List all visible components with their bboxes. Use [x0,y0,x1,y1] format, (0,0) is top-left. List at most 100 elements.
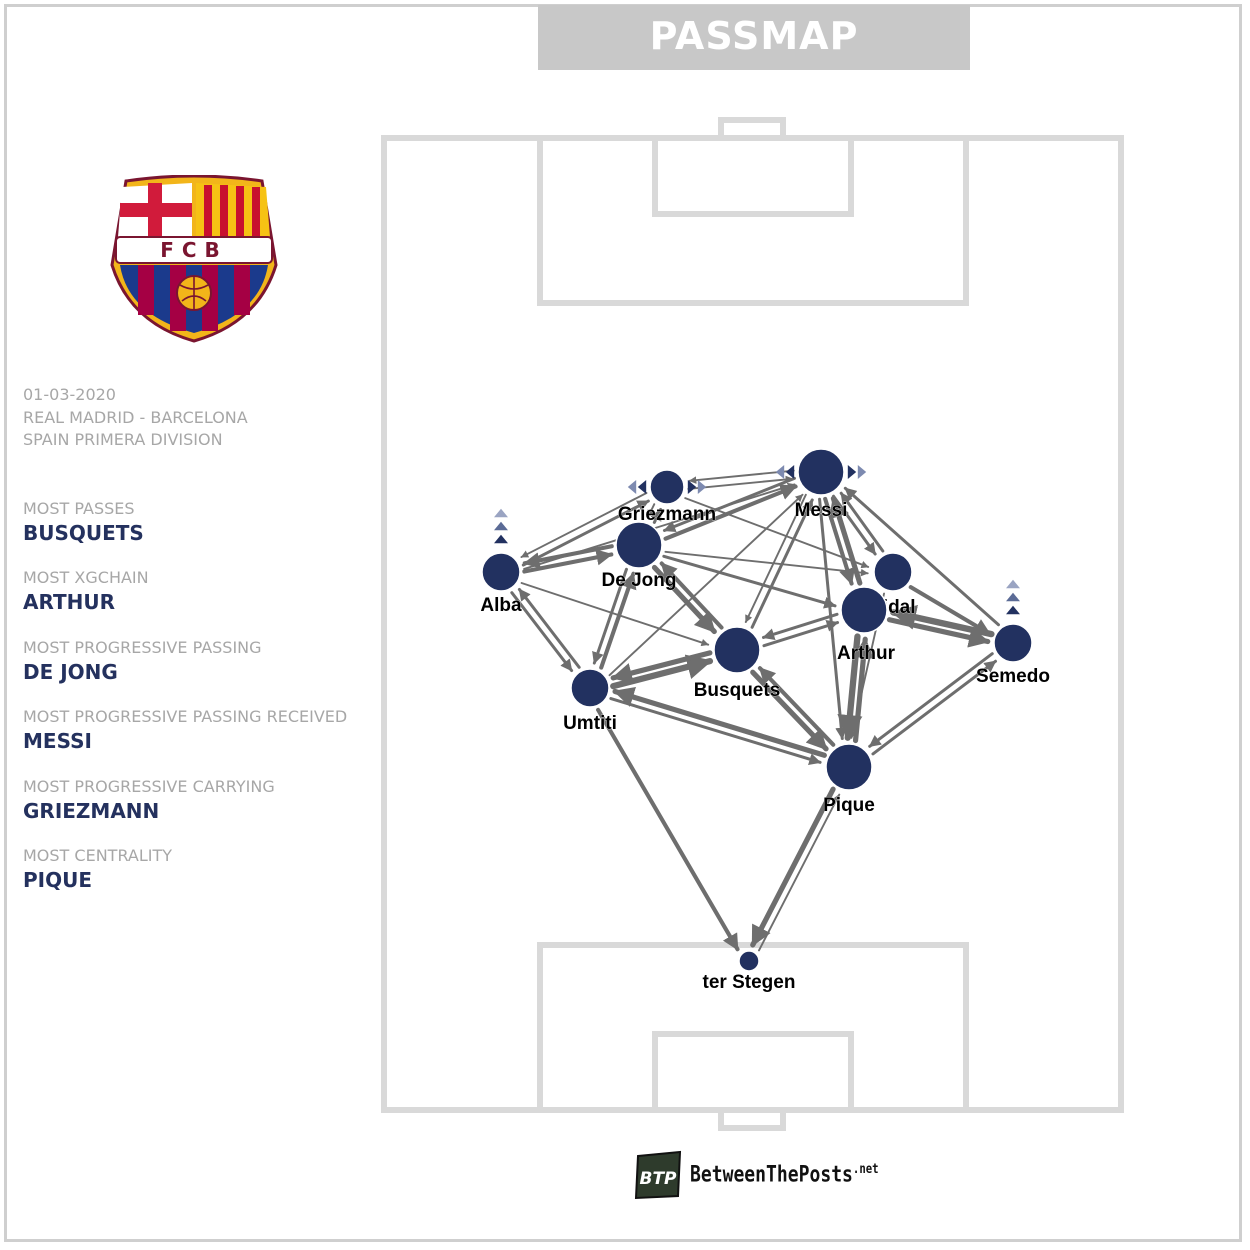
stat-most-progressive-carrying: MOST PROGRESSIVE CARRYING GRIEZMANN [23,777,363,823]
stat-label: MOST PASSES [23,499,135,518]
player-label: Arthur [837,643,896,664]
brand-badge-text: BTP [639,1169,677,1189]
pass-edge-vidal-to-semedo [908,585,992,636]
pass-edge-alba-to-umtiti [510,591,574,673]
pass-edge-alba-to-dejong [522,549,614,574]
pass-edge-dejong-to-vidal [664,550,869,577]
player-node-arthur: Arthur [837,586,896,664]
pass-edge-dejong-to-griezmann [650,507,663,524]
player-dot [797,448,845,496]
player-dot [649,469,685,505]
player-dot [713,626,761,674]
stat-most-progressive-passing: MOST PROGRESSIVE PASSING DE JONG [23,638,363,684]
player-label: ter Stegen [703,972,796,993]
pass-edge-umtiti-to-terstegen [596,707,740,952]
pass-edge-messi-to-busquets [744,493,807,624]
player-dot [840,586,888,634]
player-label: Pique [823,795,875,816]
pass-edge-busquets-to-arthur [762,620,840,648]
pass-edges [510,469,1000,952]
carry-left-icon [627,480,637,494]
player-label: De Jong [602,570,677,591]
carry-left-icon [775,465,785,479]
pass-edge-alba-to-griezmann [521,499,650,567]
player-node-semedo: Semedo [976,579,1050,687]
pass-edge-pique-to-semedo [871,659,997,756]
stat-value: ARTHUR [23,590,116,614]
stat-label: MOST PROGRESSIVE PASSING RECEIVED [23,707,348,726]
player-dot [993,623,1033,663]
stat-value: BUSQUETS [23,521,144,545]
pass-edge-busquets-to-umtiti [610,650,713,684]
player-node-umtiti: Umtiti [563,668,617,734]
pass-edge-semedo-to-pique [868,652,994,748]
stat-value: GRIEZMANN [23,799,160,823]
player-node-griezmann: Griezmann [618,469,716,525]
match-competition: SPAIN PRIMERA DIVISION [23,430,223,449]
stat-value: PIQUE [23,868,93,892]
stat-label: MOST XGCHAIN [23,568,149,587]
pass-edge-messi-to-arthur [823,496,855,586]
carry-right-icon [847,465,857,479]
page-title: PASSMAP [538,5,970,70]
carry-left-icon [785,465,795,479]
carry-up-icon [1006,592,1020,602]
player-dot [615,521,663,569]
brand-name: BetweenThePosts.net [690,1162,879,1187]
brand-logo: BTP BetweenThePosts.net [634,1148,894,1204]
pass-edge-umtiti-to-pique [609,697,822,765]
player-label: Alba [480,595,522,616]
carry-up-icon [494,508,508,518]
stat-label: MOST PROGRESSIVE PASSING [23,638,262,657]
pass-edge-busquets-to-pique [750,669,829,752]
player-node-alba: Alba [480,508,522,616]
player-dot [570,668,610,708]
match-info: 01-03-2020 REAL MADRID - BARCELONA SPAIN… [23,384,248,452]
pass-edge-griezmann-to-dejong [647,503,656,519]
pass-edge-busquets-to-dejong [659,561,724,630]
player-node-busquets: Busquets [693,626,781,701]
pass-edge-messi-to-pique [818,497,848,741]
brand-name-text: BetweenThePosts [690,1162,853,1188]
pass-edge-semedo-to-messi [843,486,1000,627]
carry-up-icon [1006,579,1020,589]
player-node-messi: Messi [775,448,867,521]
player-label: Messi [795,500,848,521]
brand-suffix: .net [852,1162,879,1177]
pass-edge-terstegen-to-pique [758,793,841,952]
player-node-terstegen: ter Stegen [702,950,796,993]
player-dot [873,552,913,592]
carry-right-icon [687,480,697,494]
pass-edge-alba-to-busquets [520,582,710,647]
pass-edge-arthur-to-semedo [886,617,991,648]
pass-edge-pique-to-terstegen [750,786,836,948]
player-label: Busquets [694,680,781,701]
stat-value: DE JONG [23,660,118,684]
stat-most-passes: MOST PASSES BUSQUETS [23,499,363,545]
pass-edge-dejong-to-messi [663,484,798,541]
pass-edge-vidal-to-messi [839,491,885,553]
player-node-dejong: De Jong [601,521,677,591]
stat-most-progressive-passing-received: MOST PROGRESSIVE PASSING RECEIVED MESSI [23,707,363,753]
player-dot [738,950,760,972]
carry-right-icon [857,465,867,479]
carry-right-icon [697,480,707,494]
carry-up-icon [1006,605,1020,615]
pass-edge-messi-to-vidal [832,494,877,556]
pitch-markings [381,117,1124,1131]
pass-edge-alba-to-messi [523,482,796,570]
match-fixture: REAL MADRID - BARCELONA [23,407,248,427]
pass-edge-arthur-to-busquets [761,612,839,640]
player-dot [481,552,521,592]
club-crest-icon: FCB [110,175,278,343]
stat-value: MESSI [23,729,92,753]
brand-badge-icon: BTP [634,1150,682,1200]
player-label: Semedo [976,666,1050,687]
player-node-pique: Pique [823,743,875,816]
pass-edge-umtiti-to-messi [608,493,804,677]
pass-edge-pique-to-busquets [757,666,836,747]
carry-up-icon [494,521,508,531]
pass-edge-umtiti-to-alba [517,587,581,669]
